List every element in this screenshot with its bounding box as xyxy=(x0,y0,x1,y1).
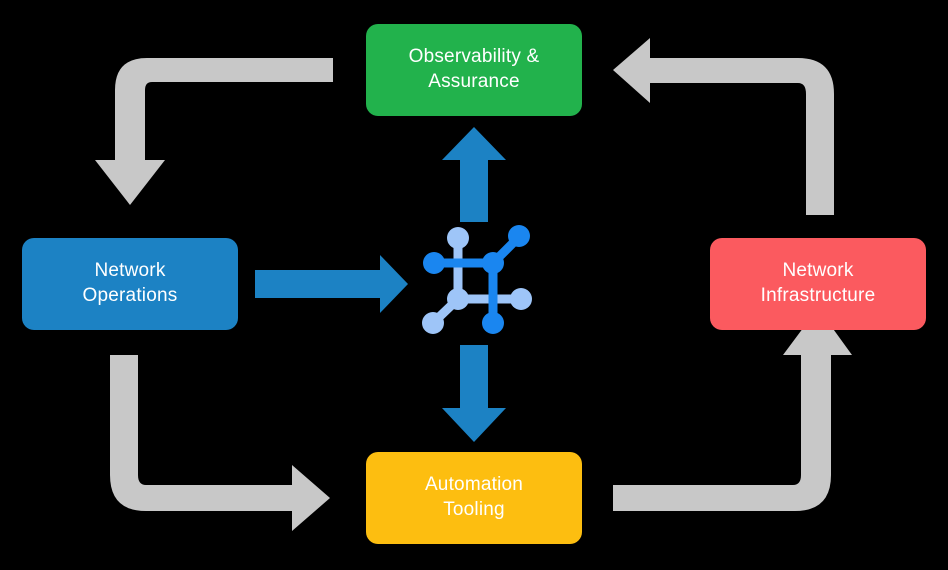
node-network-operations-label: Network Operations xyxy=(82,260,178,306)
node-automation-tooling[interactable]: Automation Tooling xyxy=(366,452,582,544)
arrow-network-operations-to-center xyxy=(255,255,408,313)
arrow-observability-to-network-operations xyxy=(95,58,333,205)
arrow-center-to-observability xyxy=(442,127,506,222)
node-automation-tooling-label: Automation Tooling xyxy=(424,474,524,520)
arrow-network-infrastructure-to-observability xyxy=(613,38,834,215)
node-observability-assurance[interactable]: Observability & Assurance xyxy=(366,24,582,116)
arrow-automation-tooling-to-network-infrastructure xyxy=(613,308,852,511)
network-topology-icon xyxy=(422,225,532,334)
node-network-infrastructure[interactable]: Network Infrastructure xyxy=(710,238,926,330)
node-network-operations[interactable]: Network Operations xyxy=(22,238,238,330)
node-network-infrastructure-label: Network Infrastructure xyxy=(760,260,876,306)
arrow-center-to-automation-tooling xyxy=(442,345,506,442)
arrow-network-operations-to-automation-tooling xyxy=(110,355,330,531)
node-observability-assurance-label: Observability & Assurance xyxy=(408,46,540,92)
